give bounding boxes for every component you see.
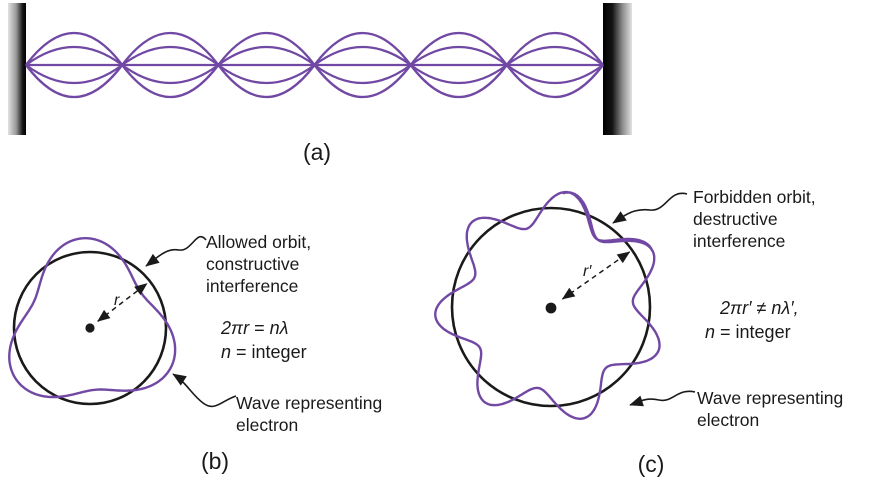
orbit-circle-b bbox=[12, 250, 168, 406]
equation-b-line1: 2πr=nλ bbox=[221, 318, 289, 338]
annotation-line: Allowed orbit, bbox=[206, 232, 312, 252]
standing-wave-envelope bbox=[25, 31, 604, 66]
forbidden-orbit-leader-arrow bbox=[612, 192, 688, 224]
radius-arrow-b bbox=[97, 283, 148, 322]
radius-arrow-c bbox=[561, 251, 631, 300]
annotation-line: destructive bbox=[693, 209, 778, 229]
standing-wave-envelope bbox=[25, 64, 604, 85]
equation-c: 2πr′≠nλ′, n=integer bbox=[705, 296, 799, 344]
orbit-circle-c bbox=[450, 206, 652, 408]
annotation-line: Wave representing bbox=[697, 388, 844, 408]
annotation-line: Wave representing bbox=[236, 393, 383, 413]
allowed-orbit-leader-arrow bbox=[145, 235, 207, 267]
annotation-line: interference bbox=[693, 231, 786, 251]
annotation-line: electron bbox=[236, 415, 299, 435]
wave-annotation-b: Wave representing electron bbox=[236, 392, 382, 436]
annotation-line: electron bbox=[697, 410, 760, 430]
wave-leader-arrow-b bbox=[172, 373, 237, 408]
annotation-line: constructive bbox=[206, 254, 300, 274]
forbidden-orbit-annotation: Forbidden orbit, destructive interferenc… bbox=[693, 186, 816, 252]
standing-wave-envelope bbox=[25, 45, 604, 66]
panel-b-label: (b) bbox=[200, 448, 230, 474]
nucleus-dot-c bbox=[545, 302, 557, 314]
fixed-wall-left bbox=[8, 3, 26, 135]
radius-label-b: r bbox=[114, 292, 120, 309]
standing-wave bbox=[25, 31, 604, 99]
annotation-line: Forbidden orbit, bbox=[693, 187, 816, 207]
wave-leader-arrow-c bbox=[629, 390, 696, 407]
equation-b-line2: n=integer bbox=[221, 342, 307, 362]
fixed-wall-right bbox=[603, 3, 632, 135]
radius-label-c: r′ bbox=[583, 263, 592, 280]
equation-b: 2πr=nλ n=integer bbox=[221, 316, 307, 364]
allowed-orbit-annotation: Allowed orbit, constructive interference bbox=[206, 231, 311, 297]
standing-wave-envelope bbox=[25, 64, 604, 99]
panel-c-label: (c) bbox=[637, 451, 665, 477]
annotation-line: interference bbox=[206, 276, 299, 296]
electron-wave-c bbox=[434, 190, 661, 421]
panel-a-label: (a) bbox=[302, 139, 332, 165]
nucleus-dot-b bbox=[85, 323, 95, 333]
equation-c-line2: n=integer bbox=[705, 322, 791, 342]
equation-c-line1: 2πr′≠nλ′, bbox=[720, 298, 799, 318]
wave-annotation-c: Wave representing electron bbox=[697, 387, 843, 431]
